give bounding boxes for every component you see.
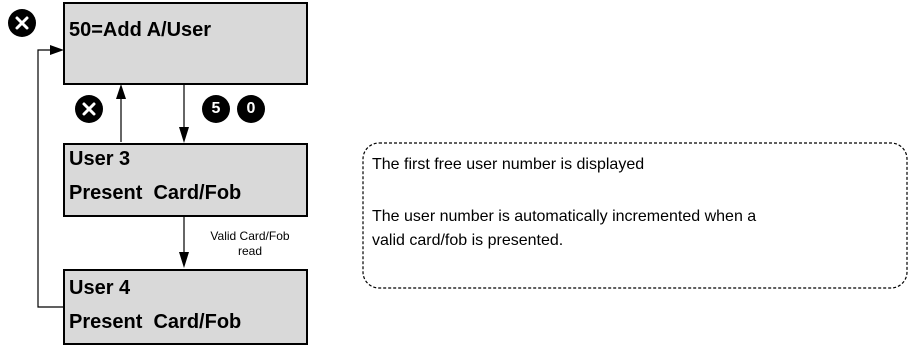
user4-line-1: User 4 (69, 277, 131, 299)
digit-key-5-label: 5 (211, 100, 221, 117)
note-line-3: valid card/fob is presented. (372, 232, 564, 249)
note-line-2: The user number is automatically increme… (372, 208, 757, 225)
note-dashed-border (362, 142, 908, 289)
cancel-up-arrowhead (116, 84, 126, 99)
valid-card-arrowhead (179, 252, 189, 268)
note-line-1: The first free user number is displayed (372, 156, 645, 173)
digit-key-0-label: 0 (246, 100, 256, 117)
return-loop-arrowhead (50, 45, 64, 55)
return-loop-line (37, 49, 64, 308)
user4-line-2: Present Card/Fob (69, 311, 242, 333)
menu-line-1: 50=Add A/User (69, 19, 212, 41)
valid-card-label-line-1: Valid Card/Fob (210, 229, 290, 243)
user3-line-1: User 3 (69, 148, 131, 170)
valid-card-label-line-2: read (237, 244, 263, 258)
digit-key-0[interactable]: 0 (237, 95, 265, 123)
lcd-user3-screen: User 3 Present Card/Fob (63, 143, 308, 217)
cancel-key-top[interactable] (8, 9, 36, 37)
lcd-user4-screen: User 4 Present Card/Fob (63, 269, 308, 345)
lcd-menu-screen: 50=Add A/User (63, 2, 308, 85)
valid-card-label: Valid Card/Fob read (199, 229, 301, 259)
user3-line-2: Present Card/Fob (69, 182, 242, 204)
cancel-key-middle[interactable] (75, 95, 103, 123)
digit-key-5[interactable]: 5 (202, 95, 230, 123)
select-down-arrowhead (179, 127, 189, 143)
